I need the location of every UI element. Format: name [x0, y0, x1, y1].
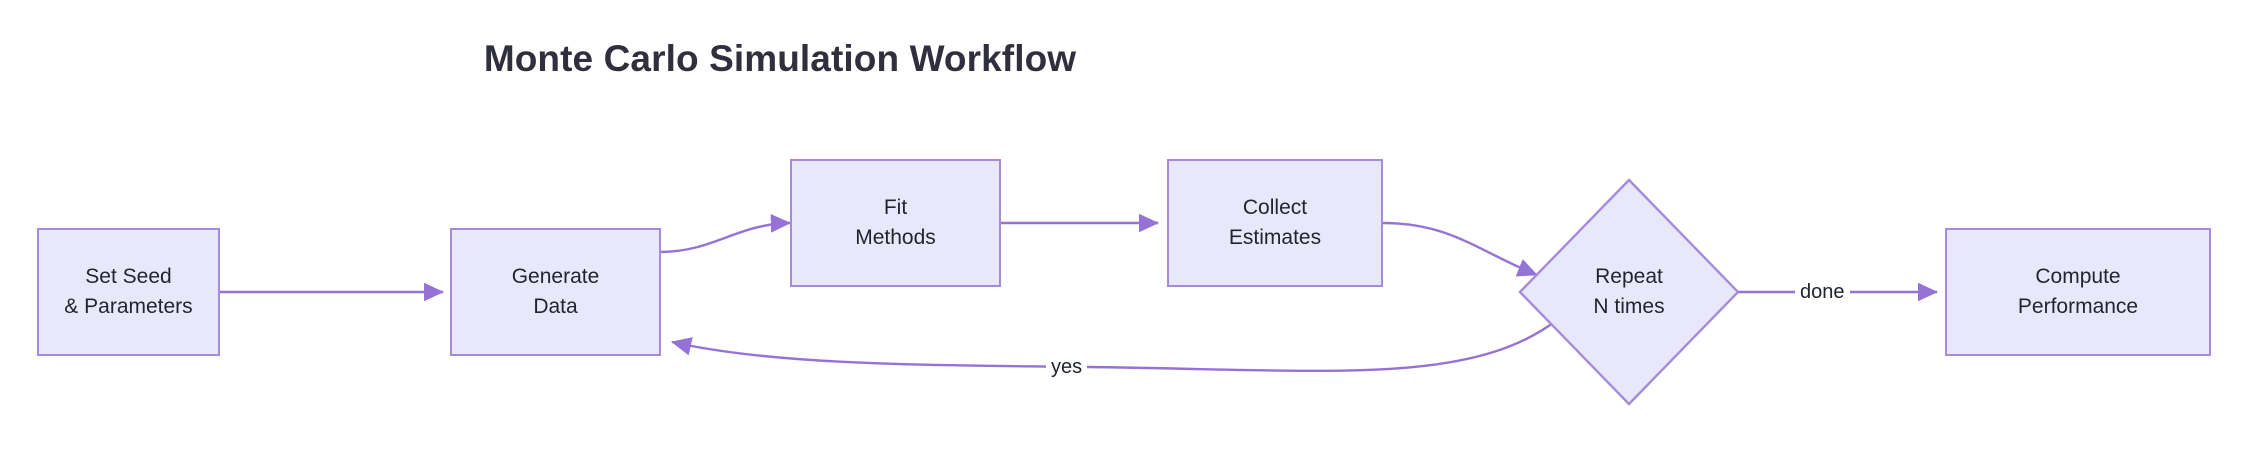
edge-repeat-to-generate-data-loop	[671, 319, 1558, 373]
node-generate-data-line2: Data	[533, 295, 578, 318]
edge-collect-estimates-to-repeat	[1382, 221, 1538, 277]
node-set-seed-line1: Set Seed	[85, 265, 172, 288]
node-collect-estimates[interactable]: Collect Estimates	[1167, 159, 1383, 287]
node-compute-performance[interactable]: Compute Performance	[1945, 228, 2211, 356]
node-generate-data-line1: Generate	[511, 265, 600, 288]
node-generate-data[interactable]: Generate Data	[450, 228, 661, 356]
node-collect-estimates-line1: Collect	[1242, 196, 1308, 219]
node-fit-methods-line2: Methods	[855, 226, 936, 249]
node-set-seed[interactable]: Set Seed & Parameters	[37, 228, 220, 356]
node-compute-performance-line2: Performance	[2017, 295, 2139, 318]
edge-generate-data-to-fit-methods	[659, 214, 791, 254]
edge-label-yes: yes	[1046, 355, 1088, 379]
page-title: Monte Carlo Simulation Workflow	[483, 38, 1077, 79]
node-repeat-n-times[interactable]: Repeat N times	[1518, 178, 1740, 406]
node-repeat-label: Repeat N times	[1593, 262, 1664, 322]
diamond-shape	[1518, 178, 1740, 406]
node-collect-estimates-line2: Estimates	[1228, 226, 1322, 249]
node-compute-performance-line1: Compute	[2035, 265, 2121, 288]
node-repeat-line1: Repeat	[1595, 265, 1663, 288]
node-fit-methods-line1: Fit	[883, 196, 908, 219]
node-set-seed-line2: & Parameters	[64, 295, 193, 318]
node-repeat-line2: N times	[1593, 295, 1665, 318]
node-fit-methods[interactable]: Fit Methods	[790, 159, 1001, 287]
edge-label-done: done	[1795, 280, 1850, 304]
